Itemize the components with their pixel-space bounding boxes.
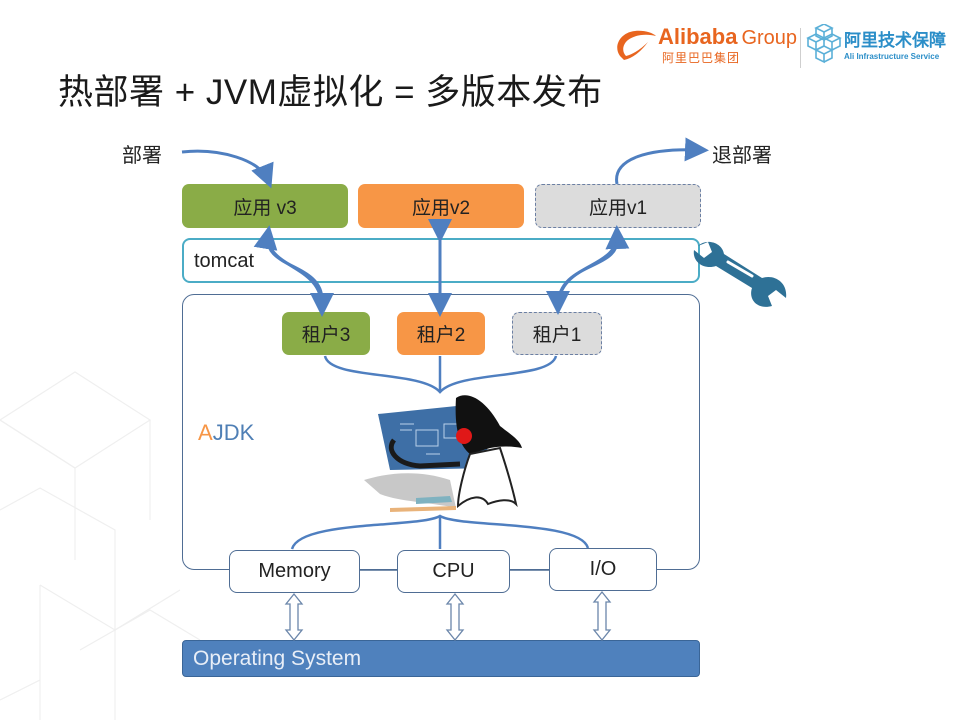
- operating-system-label: Operating System: [193, 646, 362, 670]
- tenant-3-label: 租户3: [301, 325, 351, 346]
- cpu-box[interactable]: CPU: [397, 550, 510, 593]
- tenant-2-box[interactable]: 租户2: [397, 312, 485, 355]
- tenant-1-box[interactable]: 租户1: [512, 312, 602, 355]
- io-box[interactable]: I/O: [549, 548, 657, 591]
- operating-system-bar[interactable]: Operating System: [182, 640, 700, 677]
- tenant-2-label: 租户2: [416, 325, 466, 346]
- memory-label: Memory: [258, 560, 331, 582]
- app-v1-label: 应用v1: [588, 197, 648, 219]
- infra-en-name: Ali Infrastructure Service: [844, 52, 940, 61]
- app-v3-label: 应用 v3: [233, 197, 297, 219]
- alibaba-group-text: Group: [741, 27, 798, 49]
- app-v2-box[interactable]: 应用v2: [358, 184, 524, 228]
- alibaba-cn-name: 阿里巴巴集团: [662, 51, 741, 65]
- logo-divider: [800, 28, 801, 68]
- alibaba-name: Alibaba: [658, 24, 738, 49]
- ajdk-label-accent: A: [198, 420, 213, 445]
- tenant-1-label: 租户1: [532, 325, 582, 346]
- undeploy-label: 退部署: [712, 145, 772, 167]
- wrench-icon: [693, 241, 787, 307]
- ajdk-label: AJDK: [198, 420, 254, 446]
- slide-title: 热部署 + JVM虚拟化 = 多版本发布: [58, 73, 603, 112]
- app-v3-box[interactable]: 应用 v3: [182, 184, 348, 228]
- cpu-label: CPU: [432, 560, 475, 582]
- java-duke-icon: [364, 395, 522, 512]
- alibaba-smile-icon: [617, 30, 656, 60]
- app-v2-label: 应用v2: [411, 197, 471, 219]
- app-v1-box[interactable]: 应用v1: [535, 184, 701, 228]
- infra-cn-name: 阿里技术保障: [844, 31, 946, 50]
- ali-infrastructure-logo: 阿里技术保障 Ali Infrastructure Service: [806, 22, 956, 68]
- deploy-label: 部署: [122, 145, 162, 167]
- tenant-3-box[interactable]: 租户3: [282, 312, 370, 355]
- ajdk-label-rest: JDK: [212, 420, 255, 445]
- tomcat-label: tomcat: [194, 250, 255, 272]
- tomcat-container[interactable]: tomcat: [182, 238, 700, 283]
- memory-box[interactable]: Memory: [229, 550, 360, 593]
- io-label: I/O: [589, 558, 617, 580]
- cube-cluster-icon: [806, 24, 842, 64]
